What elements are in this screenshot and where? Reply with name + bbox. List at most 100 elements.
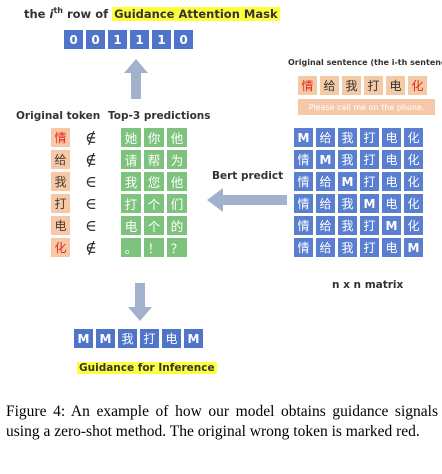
mask-cell-1: 0 — [86, 30, 105, 49]
matrix-cell-2-0: 情 — [294, 172, 313, 191]
guidance-token-5: M — [184, 329, 203, 348]
mask-cell-0: 0 — [64, 30, 83, 49]
membership-symbol-5: ∉ — [85, 238, 97, 257]
matrix-cell-2-2: M — [338, 172, 357, 191]
top3-predictions-label: Top-3 predictions — [108, 110, 211, 122]
matrix-cell-0-0: M — [294, 128, 313, 147]
prediction-0-0: 她 — [121, 128, 141, 147]
matrix-cell-2-1: 给 — [316, 172, 335, 191]
guidance-token-0: M — [74, 329, 93, 348]
mask-title: the ith row of Guidance Attention Mask — [24, 6, 280, 21]
original-token-4: 电 — [51, 216, 70, 235]
original-token-5: 化 — [51, 238, 70, 257]
arrow-up-icon — [124, 59, 148, 99]
prediction-0-2: 他 — [167, 128, 187, 147]
matrix-cell-2-4: 电 — [382, 172, 401, 191]
prediction-3-0: 打 — [121, 194, 141, 213]
prediction-1-0: 请 — [121, 150, 141, 169]
original-token-column: 情给我打电化 — [51, 128, 70, 257]
prediction-3-1: 个 — [144, 194, 164, 213]
matrix-cell-3-3: M — [360, 194, 379, 213]
matrix-cell-4-3: 打 — [360, 216, 379, 235]
membership-symbol-1: ∉ — [85, 150, 97, 169]
bert-predict-label: Bert predict — [212, 170, 284, 182]
membership-symbol-3: ∈ — [85, 194, 97, 213]
matrix-cell-1-4: 电 — [382, 150, 401, 169]
prediction-5-2: ？ — [167, 238, 187, 257]
arrow-down-icon — [128, 283, 152, 321]
prediction-4-2: 的 — [167, 216, 187, 235]
sentence-label: Original sentence (the i-th sentence) — [288, 58, 442, 67]
matrix-cell-2-3: 打 — [360, 172, 379, 191]
matrix-cell-4-2: 我 — [338, 216, 357, 235]
matrix-cell-5-4: 电 — [382, 238, 401, 257]
english-translation: Please call me on the phone. — [298, 99, 435, 115]
guidance-token-3: 打 — [140, 329, 159, 348]
guidance-token-1: M — [96, 329, 115, 348]
matrix-cell-4-0: 情 — [294, 216, 313, 235]
prediction-5-0: 。 — [121, 238, 141, 257]
prediction-2-0: 我 — [121, 172, 141, 191]
matrix-cell-3-2: 我 — [338, 194, 357, 213]
matrix-cell-4-1: 给 — [316, 216, 335, 235]
prediction-4-1: 个 — [144, 216, 164, 235]
matrix-cell-3-4: 电 — [382, 194, 401, 213]
membership-symbol-2: ∈ — [85, 172, 97, 191]
matrix-cell-3-5: 化 — [404, 194, 423, 213]
matrix-cell-0-4: 电 — [382, 128, 401, 147]
matrix-cell-1-0: 情 — [294, 150, 313, 169]
prediction-1-1: 帮 — [144, 150, 164, 169]
prediction-5-1: ！ — [144, 238, 164, 257]
predictions-grid: 她你他请帮为我您他打个们电个的。！？ — [121, 128, 187, 257]
matrix-cell-0-3: 打 — [360, 128, 379, 147]
prediction-0-1: 你 — [144, 128, 164, 147]
matrix-cell-1-2: 我 — [338, 150, 357, 169]
original-token-0: 情 — [51, 128, 70, 147]
sentence-token-5: 化 — [408, 76, 427, 95]
mask-cell-2: 1 — [108, 30, 127, 49]
matrix-cell-3-1: 给 — [316, 194, 335, 213]
matrix-cell-5-2: 我 — [338, 238, 357, 257]
mask-cell-3: 1 — [130, 30, 149, 49]
prediction-4-0: 电 — [121, 216, 141, 235]
matrix-label: n x n matrix — [332, 279, 404, 291]
sentence-token-4: 电 — [386, 76, 405, 95]
matrix-cell-4-4: M — [382, 216, 401, 235]
matrix-cell-1-3: 打 — [360, 150, 379, 169]
matrix-cell-5-1: 给 — [316, 238, 335, 257]
guidance-token-2: 我 — [118, 329, 137, 348]
prediction-3-2: 们 — [167, 194, 187, 213]
mask-title-highlight: Guidance Attention Mask — [112, 6, 280, 21]
prediction-1-2: 为 — [167, 150, 187, 169]
prediction-2-1: 您 — [144, 172, 164, 191]
original-token-3: 打 — [51, 194, 70, 213]
arrow-left-icon — [207, 188, 287, 212]
guidance-label: Guidance for Inference — [77, 362, 217, 374]
membership-symbol-0: ∉ — [85, 128, 97, 147]
matrix-cell-0-1: 给 — [316, 128, 335, 147]
matrix-cell-4-5: 化 — [404, 216, 423, 235]
mask-cell-4: 1 — [152, 30, 171, 49]
original-token-1: 给 — [51, 150, 70, 169]
matrix-cell-5-3: 打 — [360, 238, 379, 257]
original-token-label: Original token — [16, 110, 101, 122]
original-token-2: 我 — [51, 172, 70, 191]
matrix-cell-0-2: 我 — [338, 128, 357, 147]
matrix-cell-1-1: M — [316, 150, 335, 169]
matrix-cell-2-5: 化 — [404, 172, 423, 191]
matrix-cell-0-5: 化 — [404, 128, 423, 147]
membership-symbol-4: ∈ — [85, 216, 97, 235]
prediction-2-2: 他 — [167, 172, 187, 191]
sentence-token-1: 给 — [320, 76, 339, 95]
guidance-token-4: 电 — [162, 329, 181, 348]
figure-caption: Figure 4: An example of how our model ob… — [6, 403, 438, 440]
sentence-tokens: 情给我打电化 — [298, 76, 427, 95]
mask-cell-5: 0 — [174, 30, 193, 49]
sentence-token-2: 我 — [342, 76, 361, 95]
sentence-token-3: 打 — [364, 76, 383, 95]
matrix-cell-1-5: 化 — [404, 150, 423, 169]
matrix-cell-5-5: M — [404, 238, 423, 257]
